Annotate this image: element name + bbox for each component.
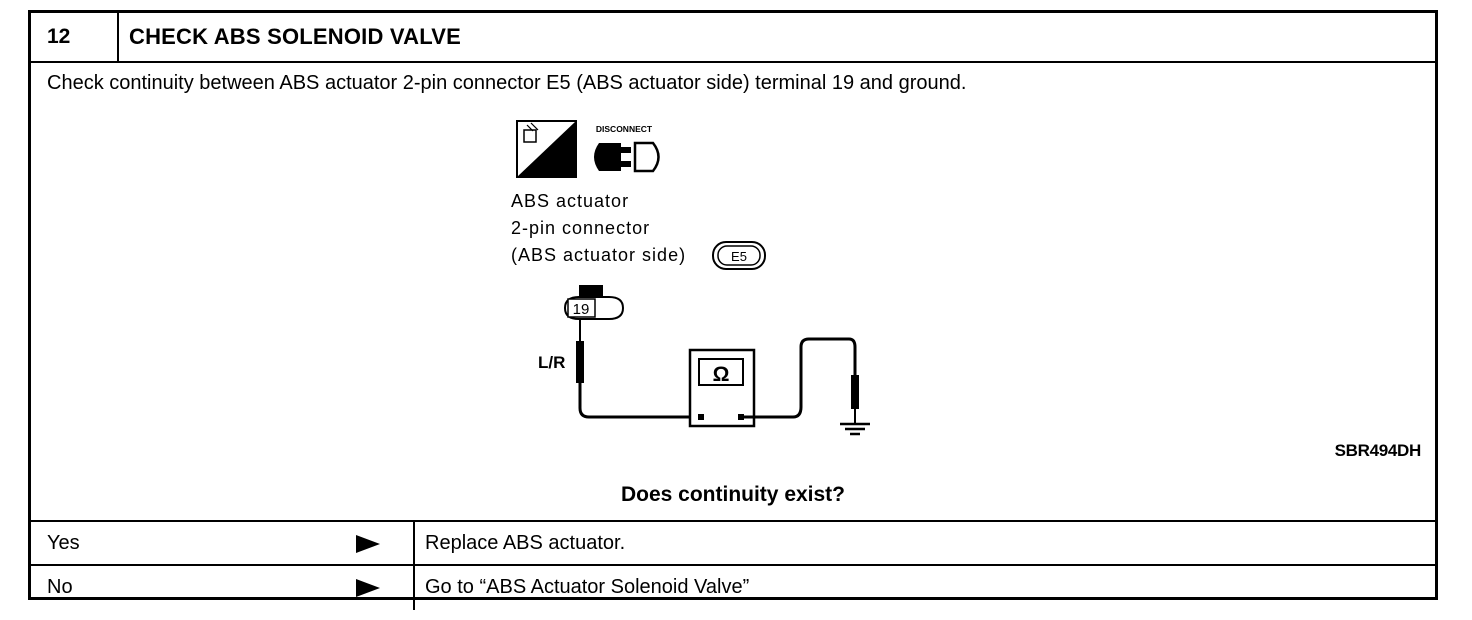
answer-action-yes: Replace ABS actuator.	[425, 532, 626, 554]
instruction-text: Check continuity between ABS actuator 2-…	[47, 72, 967, 94]
disconnect-label: DISCONNECT	[596, 124, 653, 134]
continuity-check-diagram: T.S. DISCONNECT ABS actuator 2-pin conne…	[511, 120, 870, 436]
ohm-symbol: Ω	[713, 363, 730, 386]
ts-label: T.S.	[545, 161, 569, 177]
diagnostic-procedure-table: 12 CHECK ABS SOLENOID VALVE Check contin…	[28, 10, 1438, 610]
connector-face: 19	[563, 285, 625, 320]
ts-icon: T.S.	[516, 120, 577, 178]
question-text: Does continuity exist?	[620, 483, 846, 506]
disconnect-icon: DISCONNECT	[594, 124, 660, 173]
probe-negative	[851, 375, 859, 423]
terminal-number: 19	[573, 301, 590, 318]
connector-caption-line-2: 2-pin connector	[511, 218, 650, 238]
column-divider	[413, 566, 415, 610]
connector-caption-line-1: ABS actuator	[511, 191, 629, 211]
column-divider	[413, 522, 415, 564]
connector-caption-line-3: (ABS actuator side)	[511, 245, 686, 265]
answer-label-yes: Yes	[47, 532, 80, 554]
wire-color-label: L/R	[538, 353, 565, 372]
ground-icon	[840, 422, 870, 436]
probe-positive	[576, 319, 584, 383]
connector-id-badge: E5	[712, 241, 766, 270]
figure-code: SBR494DH	[1334, 441, 1422, 460]
answer-row-yes: Yes Replace ABS actuator.	[31, 522, 1435, 566]
step-body: Check continuity between ABS actuator 2-…	[31, 63, 1435, 522]
arrow-right-icon	[356, 535, 380, 553]
step-header: 12 CHECK ABS SOLENOID VALVE	[31, 13, 1435, 63]
connector-id: E5	[731, 249, 747, 264]
answer-label-no: No	[47, 576, 73, 598]
step-number: 12	[31, 13, 119, 61]
probe-lead-right	[744, 337, 857, 419]
answer-action-no: Go to “ABS Actuator Solenoid Valve”	[425, 576, 750, 598]
ohmmeter: Ω	[688, 348, 756, 428]
step-title: CHECK ABS SOLENOID VALVE	[129, 24, 461, 49]
arrow-right-icon	[356, 579, 380, 597]
answer-row-no: No Go to “ABS Actuator Solenoid Valve”	[31, 566, 1435, 610]
probe-lead-left	[578, 383, 695, 419]
